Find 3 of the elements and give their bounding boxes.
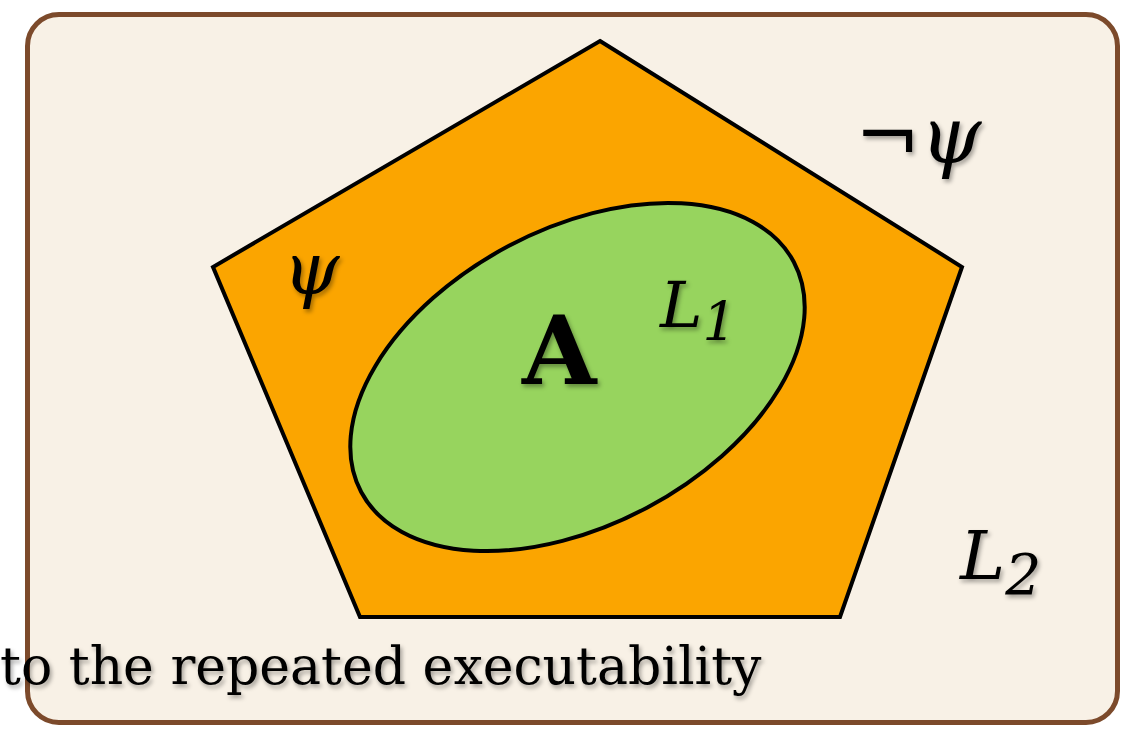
region-label: L$_{2}$ [960,522,1042,603]
region-label: L$_{1}$ [660,273,737,350]
region-letter: A [522,303,597,399]
